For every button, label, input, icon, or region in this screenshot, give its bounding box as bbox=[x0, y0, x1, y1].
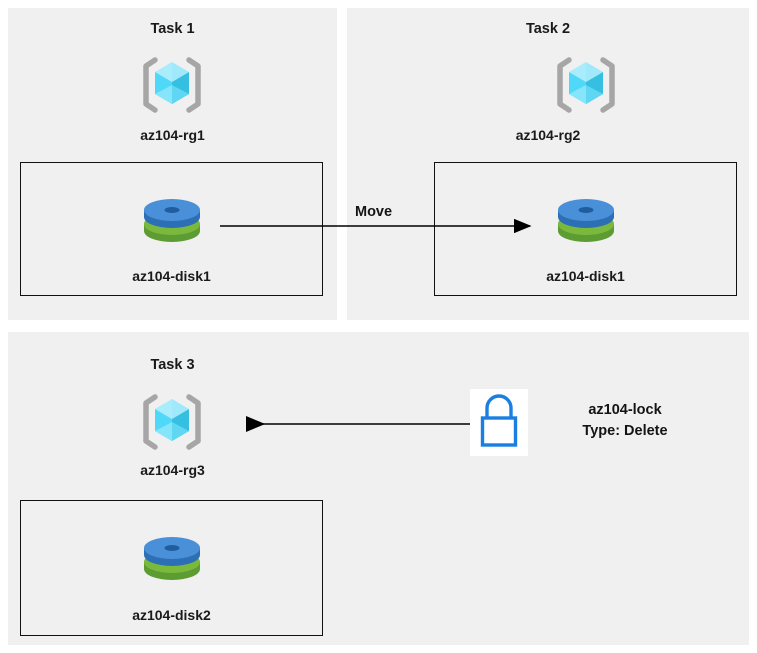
lock-type-label: Type: Delete bbox=[582, 423, 668, 439]
task1-resource-group-label: az104-rg1 bbox=[140, 127, 205, 143]
task1-disk-label: az104-disk1 bbox=[132, 268, 211, 284]
task2-disk-label: az104-disk1 bbox=[546, 268, 625, 284]
task3-resource-group-label: az104-rg3 bbox=[140, 462, 205, 478]
task3-disk-icon bbox=[139, 536, 205, 594]
padlock-icon bbox=[480, 394, 518, 447]
lock-name-label: az104-lock bbox=[588, 402, 662, 418]
task3-disk-label: az104-disk2 bbox=[132, 607, 211, 623]
move-arrow-label: Move bbox=[355, 204, 393, 220]
task1-resource-group-icon bbox=[141, 56, 203, 114]
task3-resource-group-icon bbox=[141, 393, 203, 451]
lock-arrow bbox=[245, 416, 470, 432]
task2-title: Task 2 bbox=[525, 21, 571, 37]
task3-title: Task 3 bbox=[150, 357, 195, 373]
task1-disk-icon bbox=[139, 198, 205, 256]
task2-resource-group-icon bbox=[555, 56, 617, 114]
move-arrow bbox=[220, 218, 532, 234]
task2-disk-icon bbox=[553, 198, 619, 256]
lock-icon-tile bbox=[470, 389, 528, 456]
task1-title: Task 1 bbox=[150, 21, 195, 37]
task2-resource-group-label: az104-rg2 bbox=[515, 127, 581, 143]
